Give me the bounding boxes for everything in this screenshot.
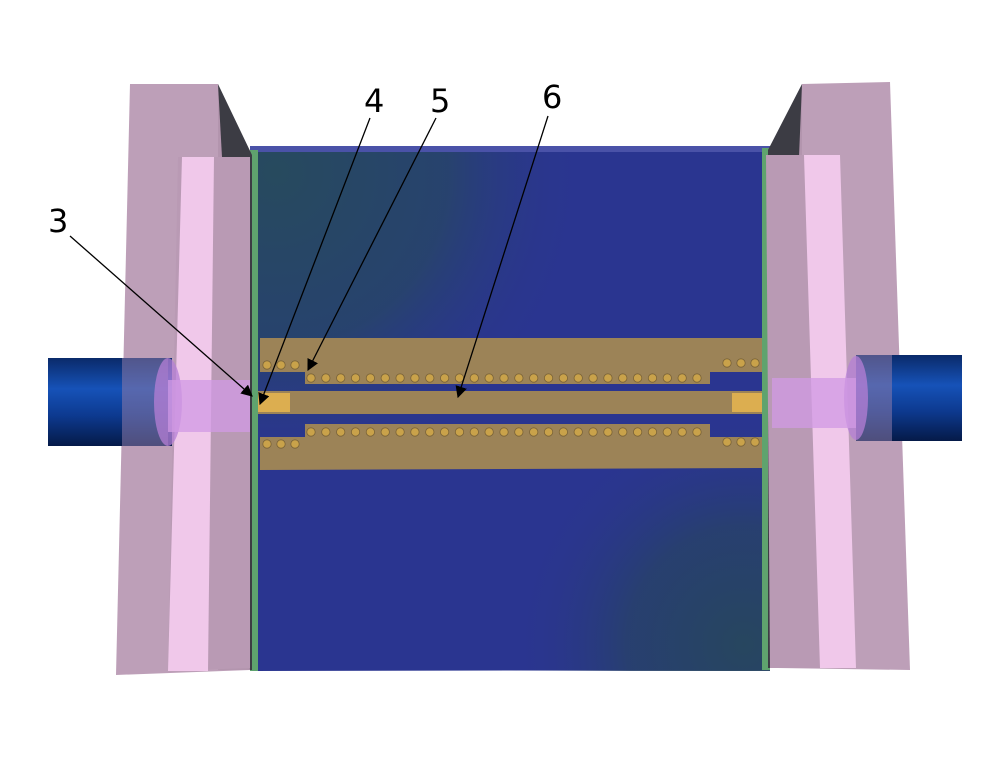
via-lower <box>543 427 554 437</box>
upper-ground-trace <box>260 338 762 384</box>
left-connector-flange <box>168 380 250 432</box>
via-lower <box>484 427 494 437</box>
via-cluster-upper-left <box>290 360 300 370</box>
via-upper <box>573 373 583 383</box>
leader-line-6 <box>455 115 549 399</box>
callout-4: 4 <box>364 82 384 120</box>
right-bracket <box>766 82 910 670</box>
center-signal-trace <box>258 391 762 414</box>
via-lower <box>618 427 628 437</box>
via-cluster-lower-left <box>290 439 300 449</box>
substrate-top-edge <box>250 146 770 152</box>
via-cluster-lower-right <box>722 437 732 447</box>
via-cluster-lower-left <box>262 439 272 449</box>
right-connector <box>772 355 962 441</box>
callout-3: 3 <box>48 202 68 240</box>
via-lower <box>633 427 643 437</box>
via-upper <box>321 373 331 383</box>
via-upper <box>662 373 672 383</box>
lower-ground-trace <box>260 424 762 470</box>
via-cluster-upper-left <box>262 360 272 370</box>
via-upper <box>365 373 375 383</box>
via-lower <box>692 427 702 437</box>
via-upper <box>603 373 613 383</box>
via-lower <box>558 427 568 437</box>
via-upper <box>618 373 628 383</box>
via-upper <box>588 373 598 383</box>
via-upper <box>380 373 390 383</box>
via-upper <box>395 373 405 383</box>
via-lower <box>410 427 420 437</box>
via-lower <box>588 427 598 437</box>
via-cluster-lower-right <box>736 437 746 447</box>
callout-6: 6 <box>542 78 562 116</box>
via-lower <box>395 427 405 437</box>
left-connector <box>48 358 250 446</box>
traces <box>258 338 762 470</box>
via-lower <box>321 427 331 437</box>
via-lower <box>425 427 435 437</box>
via-upper <box>410 373 420 383</box>
via-upper <box>440 373 450 383</box>
via-cluster-upper-right <box>736 358 746 368</box>
via-lower <box>514 427 524 437</box>
substrate-left-edge <box>250 150 258 671</box>
substrate-right-edge <box>762 148 770 670</box>
via-cluster-lower-right <box>750 437 760 447</box>
via-lower <box>677 427 687 437</box>
via-lower <box>469 427 479 437</box>
callout-5: 5 <box>430 82 450 120</box>
via-lower <box>336 427 346 437</box>
via-lower <box>529 427 539 437</box>
via-upper <box>469 373 479 383</box>
via-lower <box>306 427 316 437</box>
via-lower <box>365 427 375 437</box>
via-lower <box>440 427 450 437</box>
leader-lines <box>69 115 549 406</box>
via-upper <box>647 373 658 383</box>
callout-labels: 3 4 5 6 <box>48 78 562 240</box>
via-upper <box>454 373 465 383</box>
via-lower <box>662 427 672 437</box>
via-rows <box>262 358 760 449</box>
leader-line-5 <box>307 117 437 372</box>
via-lower <box>603 427 613 437</box>
via-cluster-lower-left <box>276 439 286 449</box>
via-upper <box>543 373 554 383</box>
leader-line-3 <box>69 235 253 397</box>
via-cluster-upper-right <box>750 358 760 368</box>
leader-line-4 <box>258 117 371 406</box>
via-upper <box>529 373 539 383</box>
via-upper <box>633 373 643 383</box>
via-upper <box>425 373 435 383</box>
via-lower <box>350 427 361 437</box>
via-upper <box>692 373 702 383</box>
right-pin <box>732 393 762 412</box>
via-upper <box>336 373 346 383</box>
via-upper <box>306 373 316 383</box>
via-upper <box>514 373 524 383</box>
via-lower <box>499 427 509 437</box>
via-lower <box>647 427 658 437</box>
via-upper <box>558 373 568 383</box>
via-upper <box>499 373 509 383</box>
via-cluster-upper-right <box>722 358 732 368</box>
right-connector-flange <box>772 378 856 428</box>
via-cluster-upper-left <box>276 360 286 370</box>
via-upper <box>677 373 687 383</box>
via-upper <box>484 373 494 383</box>
via-upper <box>350 373 361 383</box>
via-lower <box>573 427 583 437</box>
via-lower <box>454 427 465 437</box>
via-lower <box>380 427 390 437</box>
